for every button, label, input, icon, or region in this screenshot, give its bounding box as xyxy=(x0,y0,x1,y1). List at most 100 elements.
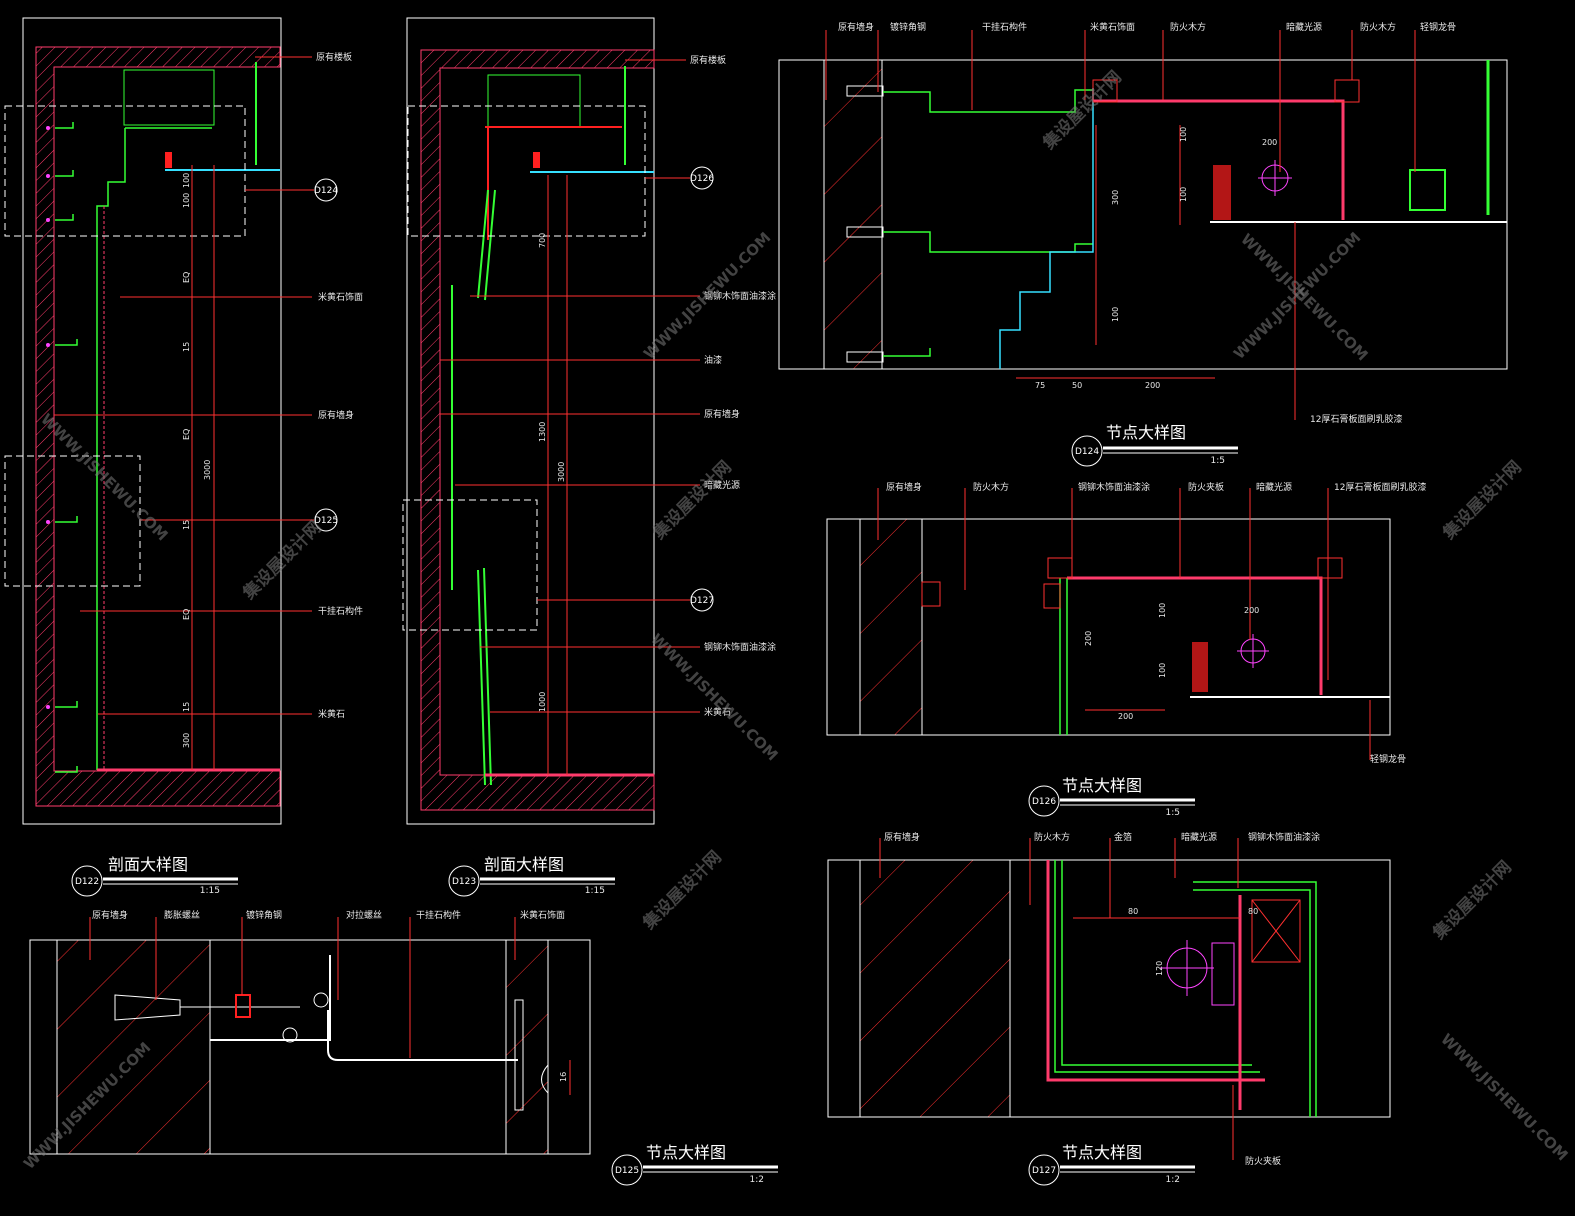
d124-dim-0: 100 xyxy=(1179,127,1188,142)
view-d125: 原有墙身 膨胀螺丝 镀锌角钢 对拉螺丝 干挂石构件 米黄石饰面 16 D125 … xyxy=(29,909,778,1186)
d126-label-0: 原有墙身 xyxy=(886,481,922,493)
d125-slot xyxy=(541,1064,549,1094)
d123-frame xyxy=(406,17,655,825)
d126-dim-1: 200 xyxy=(1244,606,1259,615)
d124-wood-block-1 xyxy=(1092,79,1118,103)
d125-frame xyxy=(29,939,591,1155)
d122-label-2: 原有墙身 xyxy=(318,409,354,421)
d126-wood-block-1 xyxy=(1047,557,1073,579)
d123-panel-upper xyxy=(477,189,496,301)
d125-stone xyxy=(505,939,549,1155)
d126-dim-0: 100 xyxy=(1158,603,1167,618)
d126-label-6: 轻钢龙骨 xyxy=(1370,753,1406,765)
d122-dim-0: 100 xyxy=(182,173,191,188)
d122-dim-3: 15 xyxy=(182,342,191,352)
d124-dim-7: 200 xyxy=(1145,381,1160,390)
d125-nut-2 xyxy=(282,1027,298,1043)
d127-dim-1: 80 xyxy=(1248,907,1258,916)
d127-wood-x2 xyxy=(1251,899,1301,963)
d127-label-2: 金箔 xyxy=(1114,831,1132,843)
d122-wall-hatch xyxy=(35,46,281,807)
watermark-site: WWW.JISHEWU.COM xyxy=(1437,1030,1571,1164)
d123-ceiling-box xyxy=(487,74,581,128)
d126-wood-block-3 xyxy=(1043,583,1061,609)
d125-red-washer xyxy=(235,994,251,1018)
d127-label-4: 钢铆木饰面油漆涂 xyxy=(1248,831,1320,843)
d127-tag-circle xyxy=(1028,1154,1060,1186)
d122-callout-circle-1 xyxy=(314,178,338,202)
d124-title: 节点大样图 xyxy=(1106,423,1186,442)
d122-dim-7: 15 xyxy=(182,702,191,712)
d122-dim-6: EQ xyxy=(182,609,191,620)
d126-dim-2: 100 xyxy=(1158,663,1167,678)
view-d126: 原有墙身 防火木方 钢铆木饰面油漆涂 防火夹板 暗藏光源 12厚石膏板面刷乳胶漆… xyxy=(826,481,1426,818)
d122-scale: 1:15 xyxy=(200,886,220,896)
d127-dim-0: 80 xyxy=(1128,907,1138,916)
d125-clip xyxy=(514,999,524,1111)
d122-callout-1: D124 xyxy=(314,186,338,196)
d122-callout-box-2 xyxy=(4,455,141,587)
view-d124: 原有墙身 镀锌角钢 干挂石构件 米黄石饰面 防火木方 暗藏光源 防火木方 轻钢龙… xyxy=(778,21,1508,467)
watermark-site: WWW.JISHEWU.COM xyxy=(37,410,171,544)
d122-brackets xyxy=(55,122,78,773)
d125-scale: 1:2 xyxy=(750,1175,764,1185)
d122-leaders xyxy=(54,56,314,715)
d126-label-5: 12厚石膏板面刷乳胶漆 xyxy=(1334,481,1426,493)
d124-label-6: 防火木方 xyxy=(1360,21,1396,33)
d124-label-0: 原有墙身 xyxy=(838,21,874,33)
watermark-cn: 集设屋设计网 xyxy=(1438,457,1526,545)
d124-track xyxy=(1409,169,1446,211)
d125-tag: D125 xyxy=(615,1166,639,1176)
d122-label-1: 米黄石饰面 xyxy=(318,291,363,303)
d125-angle xyxy=(210,955,331,1041)
d124-label-8: 12厚石膏板面刷乳胶漆 xyxy=(1310,413,1402,425)
d122-callout-2: D125 xyxy=(314,516,338,526)
watermark-cn: 集设屋设计网 xyxy=(638,847,726,935)
d123-dim-2: 3000 xyxy=(557,462,566,482)
d127-wall xyxy=(859,859,1011,1118)
d122-tag-circle xyxy=(71,865,103,897)
d122-title: 剖面大样图 xyxy=(108,855,188,874)
d124-tag-circle xyxy=(1071,435,1103,467)
d124-label-4: 防火木方 xyxy=(1170,21,1206,33)
d126-dim-3: 200 xyxy=(1084,631,1093,646)
d123-label-0: 原有楼板 xyxy=(690,54,726,66)
d123-red-block xyxy=(533,152,540,168)
d123-leaders xyxy=(440,59,700,713)
d122-label-3: 干挂石构件 xyxy=(318,605,363,617)
d122-dim-9: 3000 xyxy=(203,460,212,480)
d124-label-2: 干挂石构件 xyxy=(982,21,1027,33)
d126-scale: 1:5 xyxy=(1166,808,1180,818)
d125-nut-1 xyxy=(313,992,329,1008)
d126-tag: D126 xyxy=(1032,797,1056,807)
d124-label-7: 轻钢龙骨 xyxy=(1420,21,1456,33)
d124-dim-5: 75 xyxy=(1035,381,1045,390)
d126-dim-4: 200 xyxy=(1118,712,1133,721)
d123-callout-circle-1 xyxy=(690,166,714,190)
d123-panel-lower xyxy=(477,567,492,786)
watermark-cn: 集设屋设计网 xyxy=(1428,857,1516,945)
d126-leaders xyxy=(877,488,1371,760)
d124-frame xyxy=(778,59,1508,370)
d127-leaders xyxy=(879,838,1239,1160)
d122-dim-8: 300 xyxy=(182,733,191,748)
watermark-cn: 集设屋设计网 xyxy=(238,517,326,605)
d125-arm xyxy=(327,1010,518,1061)
d123-label-1: 钢铆木饰面油漆涂 xyxy=(704,290,776,302)
d124-dim-lines xyxy=(1016,125,1215,379)
d124-dim-4: 100 xyxy=(1111,307,1120,322)
d123-scale: 1:15 xyxy=(585,886,605,896)
d126-panel xyxy=(1059,578,1068,735)
d124-tag: D124 xyxy=(1075,447,1099,457)
d123-red-cove xyxy=(485,126,622,240)
d127-tag: D127 xyxy=(1032,1166,1056,1176)
d126-title: 节点大样图 xyxy=(1062,776,1142,795)
d126-label-1: 防火木方 xyxy=(973,481,1009,493)
view-d122: 原有楼板 米黄石饰面 原有墙身 干挂石构件 米黄石 D124 D125 100 … xyxy=(4,17,363,897)
d124-dim-1: 100 xyxy=(1179,187,1188,202)
d122-dim-2: EQ xyxy=(182,272,191,283)
d124-dim-6: 50 xyxy=(1072,381,1082,390)
d126-wood-block-2 xyxy=(1317,557,1343,579)
d127-cove-edge xyxy=(1193,881,1317,1117)
